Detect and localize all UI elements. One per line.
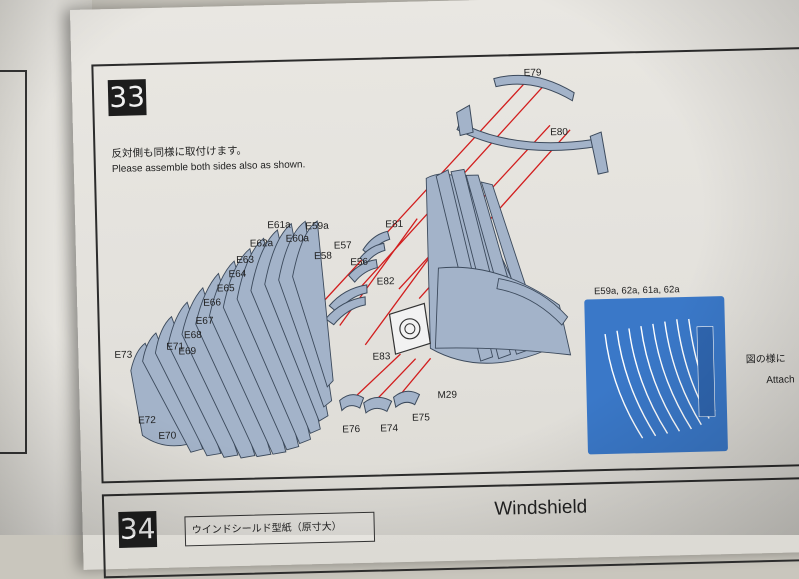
- part-e80-end-left: [456, 104, 474, 137]
- label-e72: E72: [138, 415, 156, 426]
- label-e73: E73: [114, 350, 132, 361]
- label-m29: M29: [437, 390, 457, 401]
- label-e59a: E59a: [305, 221, 329, 233]
- part-e75-shape: [393, 390, 421, 409]
- part-e76-shape: [339, 394, 365, 412]
- left-frames-stack: [130, 220, 334, 459]
- label-e66: E66: [203, 297, 221, 308]
- label-e74: E74: [380, 423, 398, 434]
- step-33-panel: 33 反対側も同様に取付けます。 Please assemble both si…: [91, 46, 799, 484]
- label-e83: E83: [372, 351, 390, 362]
- label-e81: E81: [385, 219, 403, 230]
- label-e68: E68: [184, 330, 202, 341]
- windshield-heading: Windshield: [494, 496, 588, 520]
- label-e71: E71: [166, 341, 184, 352]
- label-e82: E82: [377, 276, 395, 287]
- pattern-inset: E59a, 62a, 61a, 62a: [584, 284, 728, 455]
- part-e83-inner: [324, 296, 366, 326]
- label-e75: E75: [412, 412, 430, 423]
- label-e60a: E60a: [286, 233, 310, 245]
- label-e56: E56: [350, 257, 368, 268]
- part-e79-shape: [493, 74, 575, 102]
- label-e79: E79: [524, 67, 542, 78]
- label-e57: E57: [334, 240, 352, 251]
- part-e74-shape: [363, 396, 393, 414]
- label-e69: E69: [178, 346, 196, 357]
- part-e82-shape: [347, 259, 378, 283]
- label-e67: E67: [196, 316, 214, 327]
- label-e64: E64: [228, 269, 246, 280]
- label-e63: E63: [236, 255, 254, 266]
- left-page-frame: [0, 70, 27, 454]
- part-e80-shape: [456, 121, 601, 152]
- windshield-template-label: ウインドシールド型紙（原寸大）: [184, 511, 376, 547]
- label-e58: E58: [314, 251, 332, 262]
- label-e80: E80: [550, 127, 568, 138]
- inset-title: E59a, 62a, 61a, 62a: [593, 284, 680, 298]
- part-m29-shape: [388, 302, 431, 355]
- label-e65: E65: [217, 283, 235, 294]
- part-e81-inner: [359, 242, 386, 265]
- assembly-diagram: E79 E80 E81 E82 E83 E56 E57 E58 E59a E60…: [114, 67, 609, 459]
- side-note-ja: 図の様に: [745, 353, 786, 366]
- label-e70: E70: [158, 431, 176, 442]
- label-e76: E76: [342, 424, 360, 435]
- side-note-en: Attach: [766, 374, 795, 387]
- step-34-number: 34: [118, 511, 158, 548]
- part-e80-end-right: [589, 131, 609, 175]
- label-e62a: E62a: [250, 238, 274, 250]
- label-e61a: E61a: [267, 220, 291, 232]
- inset-pattern-drawing: [604, 318, 716, 439]
- instruction-page: 33 反対側も同様に取付けます。 Please assemble both si…: [70, 0, 799, 579]
- step-34-panel: 34 ウインドシールド型紙（原寸大） Windshield: [101, 476, 799, 579]
- right-frames-assembly: [425, 168, 572, 364]
